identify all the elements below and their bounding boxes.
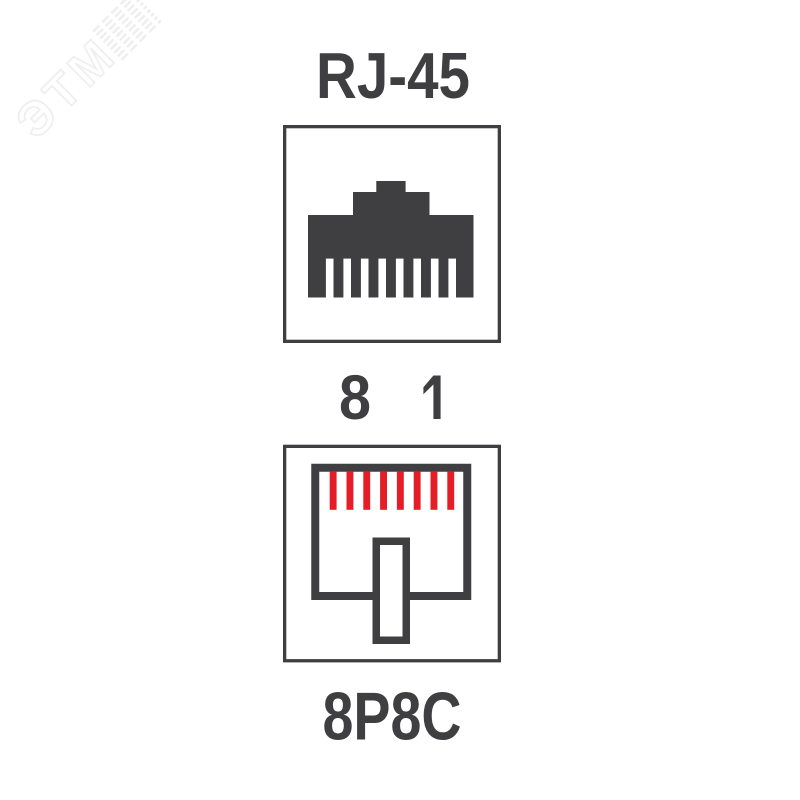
svg-text:ЭТМ: ЭТМ xyxy=(6,28,127,149)
svg-text:8P8C: 8P8C xyxy=(323,680,462,755)
svg-text:8: 8 xyxy=(339,363,371,433)
svg-text:RJ-45: RJ-45 xyxy=(316,39,470,112)
